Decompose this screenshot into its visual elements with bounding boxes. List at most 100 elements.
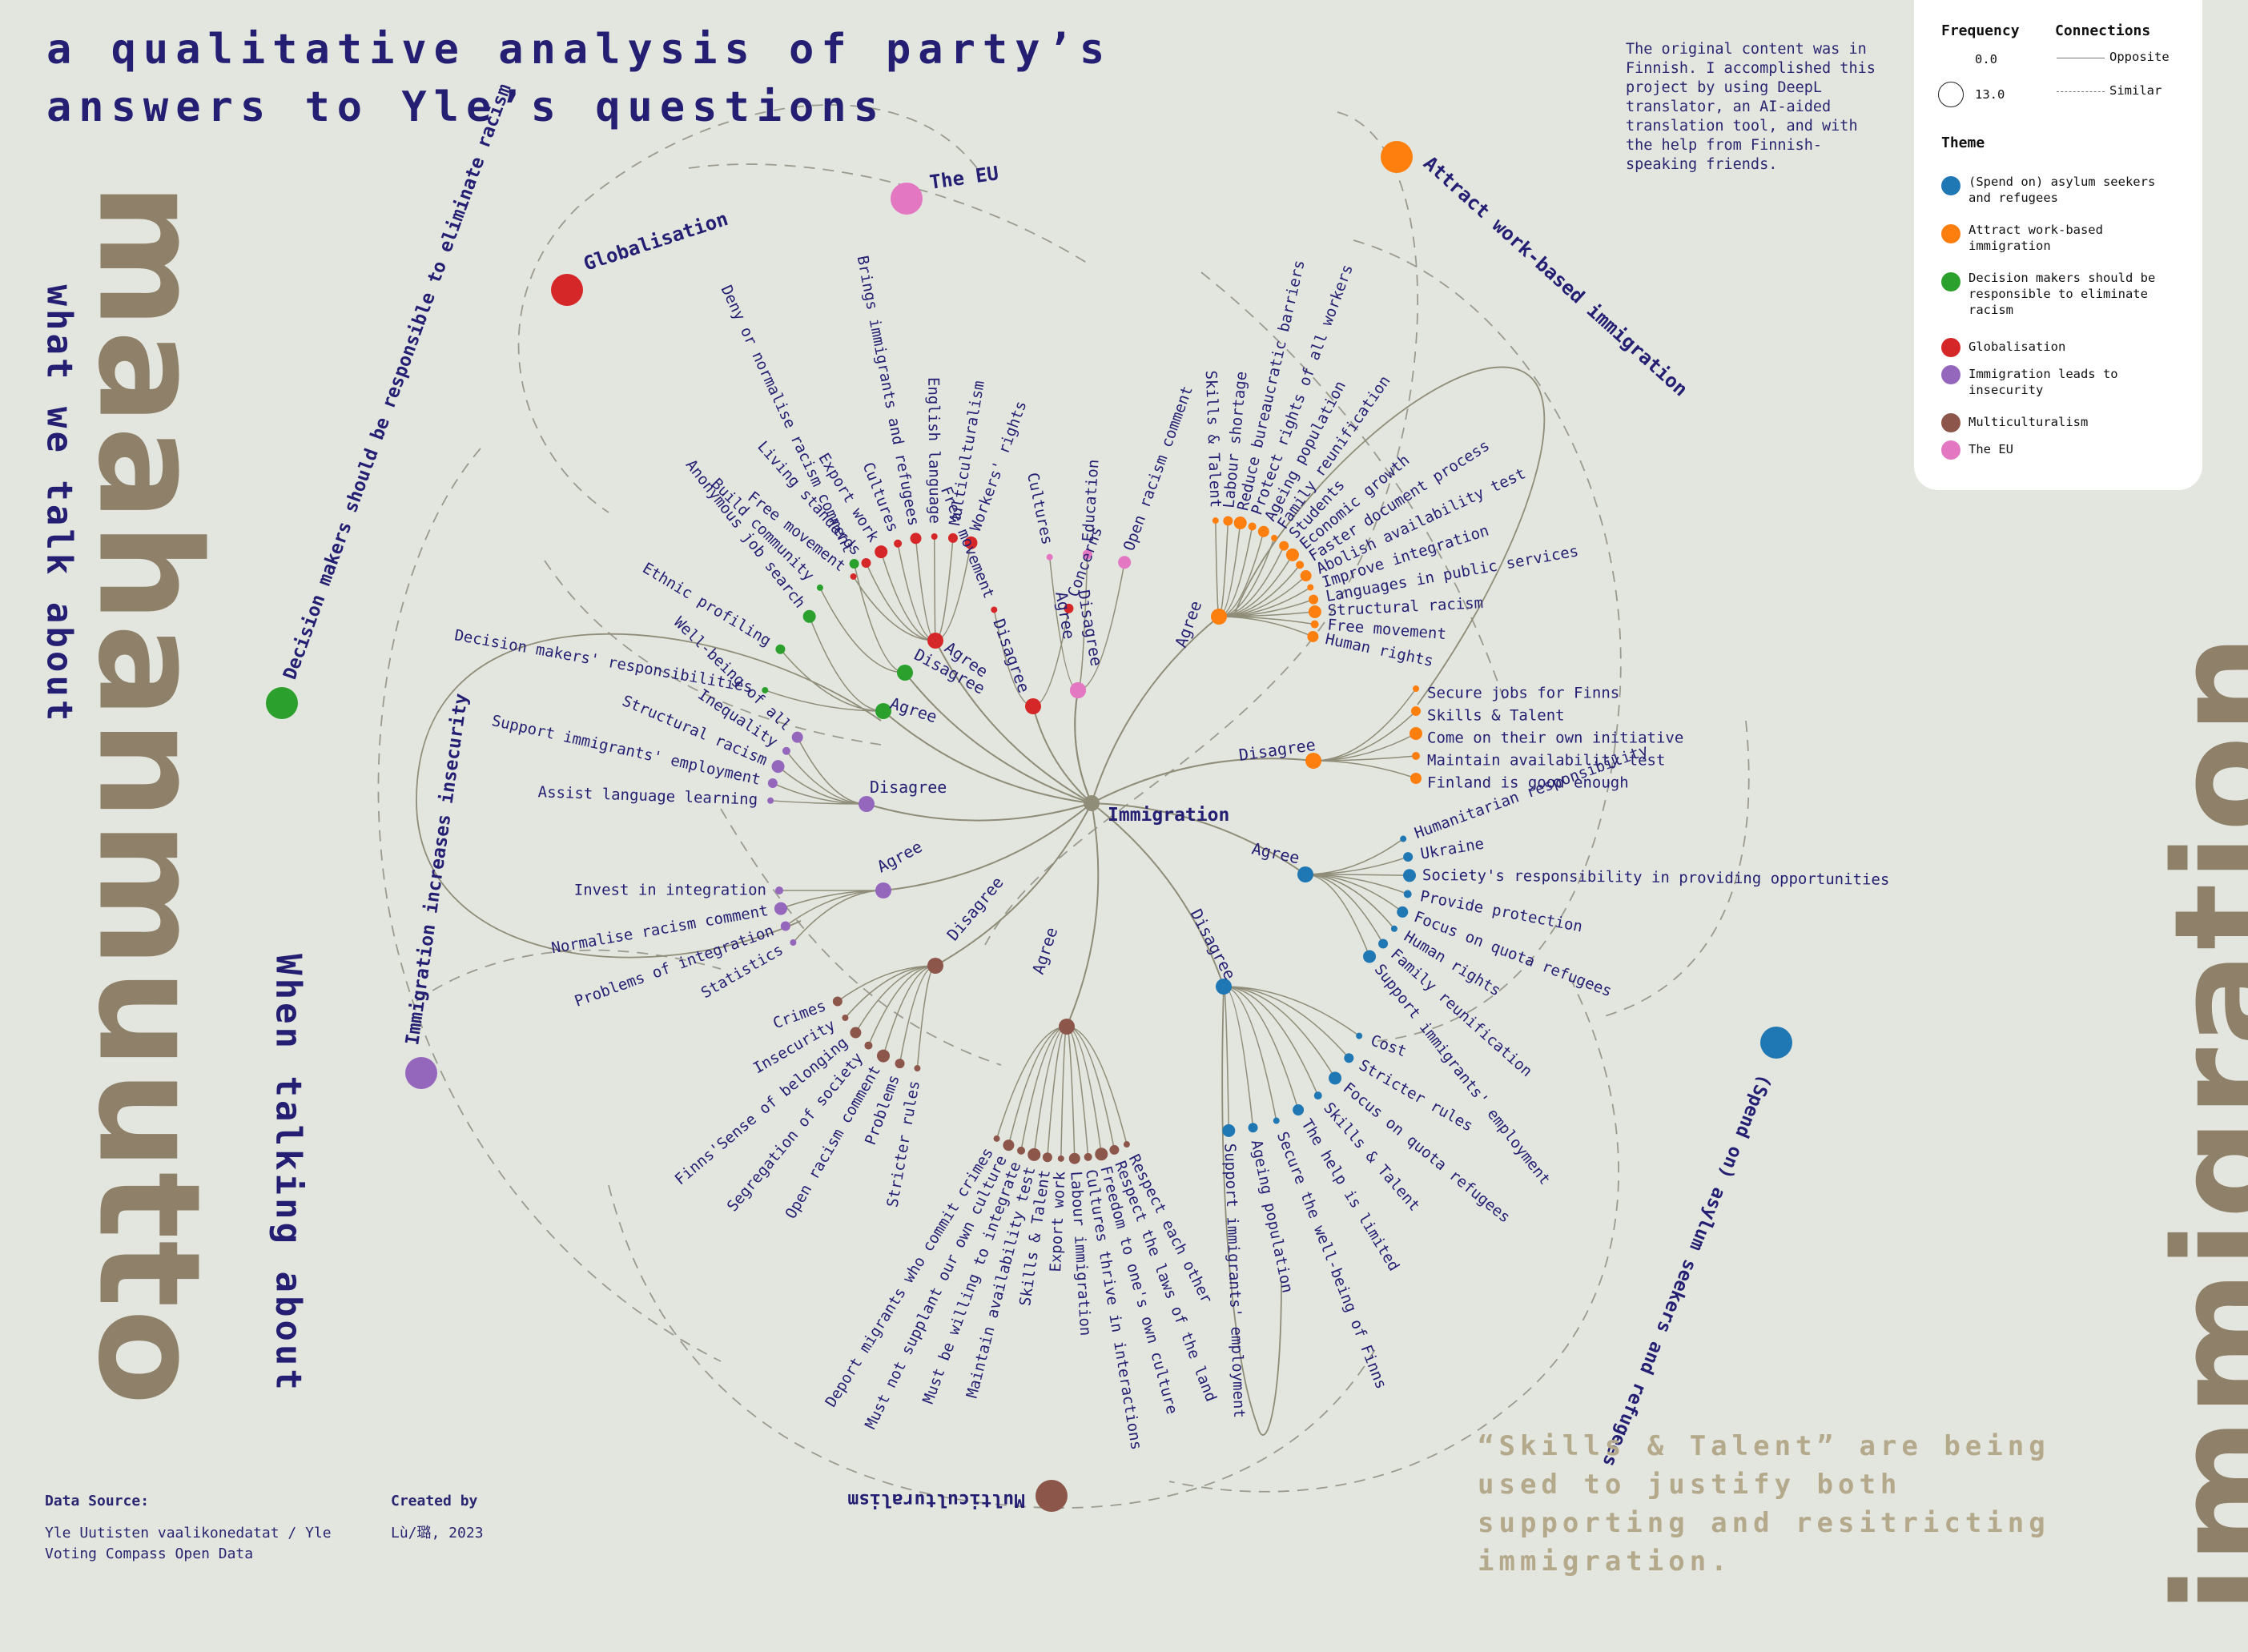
edge-asy_dis-0 xyxy=(1224,987,1359,1036)
similar-connections xyxy=(378,105,1748,1508)
legend-theme-eu-label: The EU xyxy=(1969,441,2177,457)
stance-node-ins-agree xyxy=(875,882,891,898)
when-talking-about-vertical: When talking about xyxy=(268,918,309,1430)
edge-center-eu_dis xyxy=(1075,690,1092,803)
leaf-node-work-agree-faster-document-process xyxy=(1296,561,1304,569)
leaf-node-multi-agree-deport-migrants-who-commit-crimes xyxy=(994,1135,1000,1142)
leaf-node-work-agree-structural-racism xyxy=(1309,605,1321,618)
edge-asy_agree-4 xyxy=(1305,874,1402,912)
leaf-node-multi-dis-insecurity xyxy=(842,1015,848,1021)
leaf-node-eu-agree-open-racism-comment xyxy=(1118,556,1131,569)
edge-dec_agree-1 xyxy=(780,649,883,711)
legend-theme-globalisation-label: Globalisation xyxy=(1969,339,2177,355)
leaf-node-glob-agree-cultures xyxy=(894,540,902,548)
edge-work_dis-2 xyxy=(1313,734,1416,761)
legend-panel: Frequency 0.0 13.0 Connections Opposite … xyxy=(1914,0,2202,490)
legend-similar-line xyxy=(2057,91,2105,92)
legend-theme-racism-dot xyxy=(1941,272,1960,291)
leaf-node-work-agree-economic-growth xyxy=(1286,549,1299,561)
stance-label-asy-agree: Agree xyxy=(1250,838,1301,867)
leaf-node-asy-dis-secure-the-well-being-of-finns xyxy=(1273,1118,1280,1124)
edge-dec_agree-0 xyxy=(765,690,883,711)
legend-connections-title: Connections xyxy=(2055,22,2150,39)
leaf-node-asy-dis-support-immigrants-employment xyxy=(1222,1124,1235,1137)
edge-work_dis-1 xyxy=(1313,711,1416,761)
leaf-node-glob-agree-living-standards xyxy=(861,558,871,568)
stance-node-dec-dis xyxy=(897,665,913,681)
leaf-node-eu-agree-cultures xyxy=(1047,554,1053,561)
leaf-node-asy-agree-family-reunification xyxy=(1378,939,1388,949)
leaf-node-multi-agree-maintain-availability-test xyxy=(1027,1148,1040,1161)
leaf-node-asy-agree-support-immigrants-employment xyxy=(1363,950,1376,963)
theme-label-eu: The EU xyxy=(928,162,1000,194)
stance-node-multi-dis xyxy=(927,958,943,974)
created-title: Created by xyxy=(391,1491,477,1512)
leaf-node-multi-dis-open-racism-comment xyxy=(877,1050,890,1063)
leaf-node-multi-agree-cultures-thrive-in-interactions xyxy=(1084,1153,1092,1161)
source-title: Data Source: xyxy=(45,1491,149,1512)
edge-work_agree-13 xyxy=(1219,617,1315,625)
leaf-node-work-agree-protect-rights-of-all-workers xyxy=(1249,522,1257,530)
stance-label-ins-dis: Disagree xyxy=(870,778,947,797)
leaf-node-dec-agree-ethnic-profiling xyxy=(775,645,785,654)
leaf-node-ins-dis-well-being-of-all xyxy=(792,732,803,743)
leaf-node-multi-agree-export-work xyxy=(1058,1156,1064,1162)
theme-hub-eu xyxy=(891,183,923,215)
stance-label-work-agree: Agree xyxy=(1171,598,1205,650)
stance-label-multi-dis: Disagree xyxy=(943,873,1007,944)
leaf-node-glob-agree-free-movement xyxy=(851,573,857,580)
edge-work_agree-0 xyxy=(1216,521,1219,617)
leaf-node-work-dis-finland-is-good-enough xyxy=(1410,773,1422,784)
leaf-node-ins-agree-problems-of-integration xyxy=(781,921,790,931)
leaf-node-multi-agree-respect-the-laws-of-the-land xyxy=(1109,1145,1119,1155)
leaf-node-glob-agree-export-work xyxy=(875,545,887,558)
legend-theme-globalisation-dot xyxy=(1941,338,1960,357)
leaf-node-multi-dis-problems xyxy=(895,1059,905,1068)
edge-glob_agree-3 xyxy=(898,544,935,641)
stance-node-eu-dis xyxy=(1070,682,1086,698)
leaf-label-asy-dis-0: Cost xyxy=(1369,1031,1410,1060)
stance-node-multi-agree xyxy=(1059,1019,1075,1035)
theme-hub-ins xyxy=(405,1057,437,1089)
leaf-label-eu-agree-0: Cultures xyxy=(1023,471,1056,546)
immigration-vertical: immigration xyxy=(2157,595,2248,1652)
leaf-node-multi-agree-must-not-supplant-our-own-culture xyxy=(1003,1140,1014,1151)
leaf-node-work-agree-improve-integration xyxy=(1307,584,1313,590)
leaf-label-ins-agree-3: Invest in integration xyxy=(574,882,766,899)
leaf-node-asy-agree-human-rights xyxy=(1391,926,1397,932)
edge-asy_dis-7 xyxy=(1224,987,1229,1131)
leaf-node-asy-dis-cost xyxy=(1356,1033,1362,1039)
edge-center-glob_dis xyxy=(1033,706,1092,803)
leaf-node-work-agree-human-rights xyxy=(1307,631,1318,642)
legend-theme-racism-label: Decision makers should be responsible to… xyxy=(1969,270,2177,318)
edge-dec_agree-2 xyxy=(810,617,883,711)
legend-frequency-max: 13.0 xyxy=(1975,86,2005,102)
theme-label-glob: Globalisation xyxy=(581,207,730,275)
theme-label-asy: (Spend on) asylum seekers and refugees xyxy=(1598,1071,1775,1470)
leaf-node-asy-dis-skills-talent xyxy=(1314,1091,1322,1099)
stance-node-asy-agree xyxy=(1297,866,1313,882)
leaf-node-asy-agree-ukraine xyxy=(1403,852,1413,862)
leaf-node-multi-agree-must-be-willing-to-integrate xyxy=(1017,1147,1025,1155)
edge-asy_agree-0 xyxy=(1305,839,1403,874)
leaf-node-dec-dis-build-community xyxy=(817,585,823,591)
leaf-node-asy-dis-stricter-rules xyxy=(1344,1053,1353,1063)
edge-work_dis-4 xyxy=(1313,761,1416,778)
leaf-label-asy-agree-1: Ukraine xyxy=(1419,835,1486,863)
leaf-node-work-agree-abolish-availability-test xyxy=(1301,570,1312,581)
edge-dec_dis-1 xyxy=(855,564,905,673)
leaf-label-ins-dis-0: Assist language learning xyxy=(537,783,758,809)
leaf-node-work-agree-family-reunification xyxy=(1271,535,1277,541)
theme-label-multi: Multiculturalism xyxy=(847,1489,1025,1510)
edge-center-work_agree xyxy=(1092,617,1219,803)
leaf-node-glob-dis-free-movement xyxy=(991,606,997,613)
edge-dec_dis-0 xyxy=(820,588,905,673)
leaf-label-work-dis-1: Skills & Talent xyxy=(1427,707,1565,725)
leaf-node-work-dis-come-on-their-own-initiative xyxy=(1410,727,1422,740)
stance-node-glob-dis xyxy=(1025,698,1041,714)
leaf-label-asy-agree-2: Society's responsibility in providing op… xyxy=(1422,866,1890,889)
legend-theme-multiculturalism-label: Multiculturalism xyxy=(1969,414,2177,430)
edge-center-asy_dis xyxy=(1092,803,1224,987)
stance-label-asy-dis: Disagree xyxy=(1187,906,1240,983)
edge-glob_agree-2 xyxy=(881,552,935,641)
